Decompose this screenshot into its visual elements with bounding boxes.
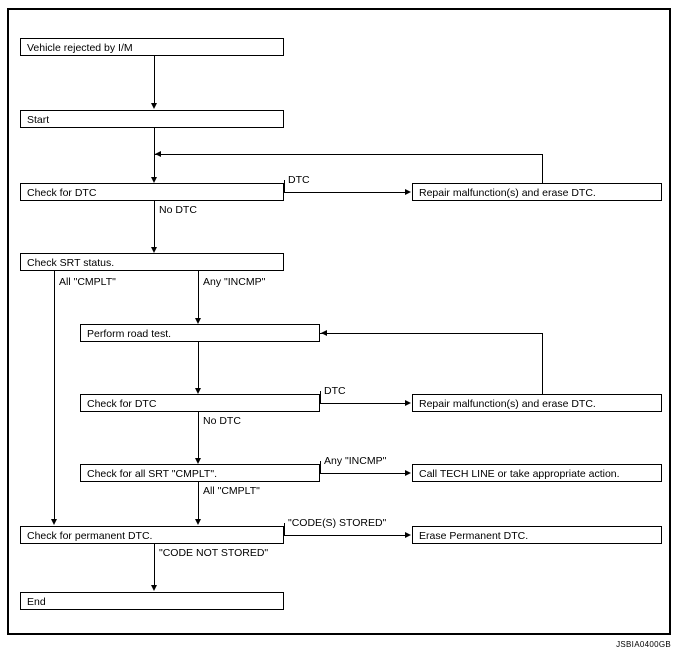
edge-label-code-not-stored: "CODE NOT STORED" [159, 547, 269, 559]
node-end: End [20, 592, 284, 610]
connector-permanentdtc-to-end [154, 544, 155, 586]
arrowhead-permanentdtc-to-end [150, 585, 157, 591]
node-call-tech-line: Call TECH LINE or take appropriate actio… [412, 464, 662, 482]
node-check-all-srt-cmplt: Check for all SRT "CMPLT". [80, 464, 320, 482]
node-perform-road-test: Perform road test. [80, 324, 320, 342]
arrowhead-allcmplt-to-permanent-dtc [50, 519, 57, 525]
connector-checkdtc2-to-checkallsrt [198, 412, 199, 459]
connector-repair1-feedback-up [542, 154, 543, 183]
node-start: Start [20, 110, 284, 128]
edge-label-all-cmplt-1: All "CMPLT" [59, 276, 116, 288]
connector-anyincmp2-label-stub [320, 461, 321, 473]
node-repair-1-label: Repair malfunction(s) and erase DTC. [419, 187, 596, 199]
edge-label-all-cmplt-2: All "CMPLT" [203, 485, 260, 497]
node-call-tech-line-label: Call TECH LINE or take appropriate actio… [419, 468, 620, 480]
connector-roadtest-to-checkdtc2 [198, 342, 199, 389]
edge-label-no-dtc-2: No DTC [203, 415, 241, 427]
connector-checkdtc1-to-checksrt [154, 201, 155, 248]
node-check-dtc-1: Check for DTC [20, 183, 284, 201]
arrowhead-permanentdtc-to-erase [405, 531, 411, 538]
arrowhead-checkdtc1-to-repair1 [405, 188, 411, 195]
arrowhead-checkdtc2-to-repair2 [405, 399, 411, 406]
arrowhead-vehicle-to-start [150, 103, 157, 109]
node-start-label: Start [27, 114, 50, 126]
connector-checkallsrt-to-permanent-dtc [198, 482, 199, 520]
connector-allcmplt-long-trunk [54, 271, 55, 520]
connector-start-to-checkdtc1 [154, 128, 155, 178]
arrowhead-checkdtc2-to-checkallsrt [194, 458, 201, 464]
arrowhead-roadtest-to-checkdtc2 [194, 388, 201, 394]
connector-checkdtc1-to-repair1 [284, 192, 406, 193]
node-check-all-srt-cmplt-label: Check for all SRT "CMPLT". [87, 468, 217, 480]
edge-label-codes-stored: "CODE(S) STORED" [288, 517, 387, 529]
arrowhead-checkallsrt-to-permanent-dtc [194, 519, 201, 525]
connector-vehicle-to-start [154, 56, 155, 104]
connector-codes-stored-label-stub [284, 523, 285, 535]
node-check-dtc-2: Check for DTC [80, 394, 320, 412]
arrowhead-checkallsrt-to-techline [405, 469, 411, 476]
node-repair-2: Repair malfunction(s) and erase DTC. [412, 394, 662, 412]
figure-frame: Vehicle rejected by I/M Start Check for … [7, 8, 671, 635]
edge-label-dtc-2: DTC [324, 385, 346, 397]
node-erase-permanent-dtc: Erase Permanent DTC. [412, 526, 662, 544]
arrowhead-repair2-feedback [321, 329, 327, 336]
connector-repair2-feedback-left [320, 333, 543, 334]
edge-label-dtc-1: DTC [288, 174, 310, 186]
node-check-srt-status: Check SRT status. [20, 253, 284, 271]
arrowhead-checkdtc1-to-checksrt [150, 247, 157, 253]
connector-dtc2-label-stub [320, 391, 321, 403]
node-erase-permanent-dtc-label: Erase Permanent DTC. [419, 530, 529, 542]
node-check-permanent-dtc-label: Check for permanent DTC. [27, 530, 153, 542]
connector-checkdtc2-to-repair2 [320, 403, 406, 404]
node-repair-1: Repair malfunction(s) and erase DTC. [412, 183, 662, 201]
node-check-srt-status-label: Check SRT status. [27, 257, 115, 269]
arrowhead-repair1-feedback [155, 150, 161, 157]
connector-permanentdtc-to-erase [284, 535, 406, 536]
node-end-label: End [27, 596, 46, 608]
connector-checkallsrt-to-techline [320, 473, 406, 474]
connector-dtc1-label-stub [284, 180, 285, 192]
node-vehicle-rejected: Vehicle rejected by I/M [20, 38, 284, 56]
node-repair-2-label: Repair malfunction(s) and erase DTC. [419, 398, 596, 410]
edge-label-any-incmp-2: Any "INCMP" [324, 455, 387, 467]
connector-repair1-feedback-left [154, 154, 543, 155]
edge-label-any-incmp-1: Any "INCMP" [203, 276, 266, 288]
arrowhead-start-to-checkdtc1 [150, 177, 157, 183]
connector-repair2-feedback-up [542, 333, 543, 394]
connector-anyincmp-to-roadtest [198, 271, 199, 319]
node-check-dtc-1-label: Check for DTC [27, 187, 97, 199]
node-vehicle-rejected-label: Vehicle rejected by I/M [27, 42, 133, 54]
edge-label-no-dtc-1: No DTC [159, 204, 197, 216]
figure-reference-code: JSBIA0400GB [616, 640, 671, 649]
arrowhead-anyincmp-to-roadtest [194, 318, 201, 324]
node-perform-road-test-label: Perform road test. [87, 328, 172, 340]
node-check-permanent-dtc: Check for permanent DTC. [20, 526, 284, 544]
node-check-dtc-2-label: Check for DTC [87, 398, 157, 410]
